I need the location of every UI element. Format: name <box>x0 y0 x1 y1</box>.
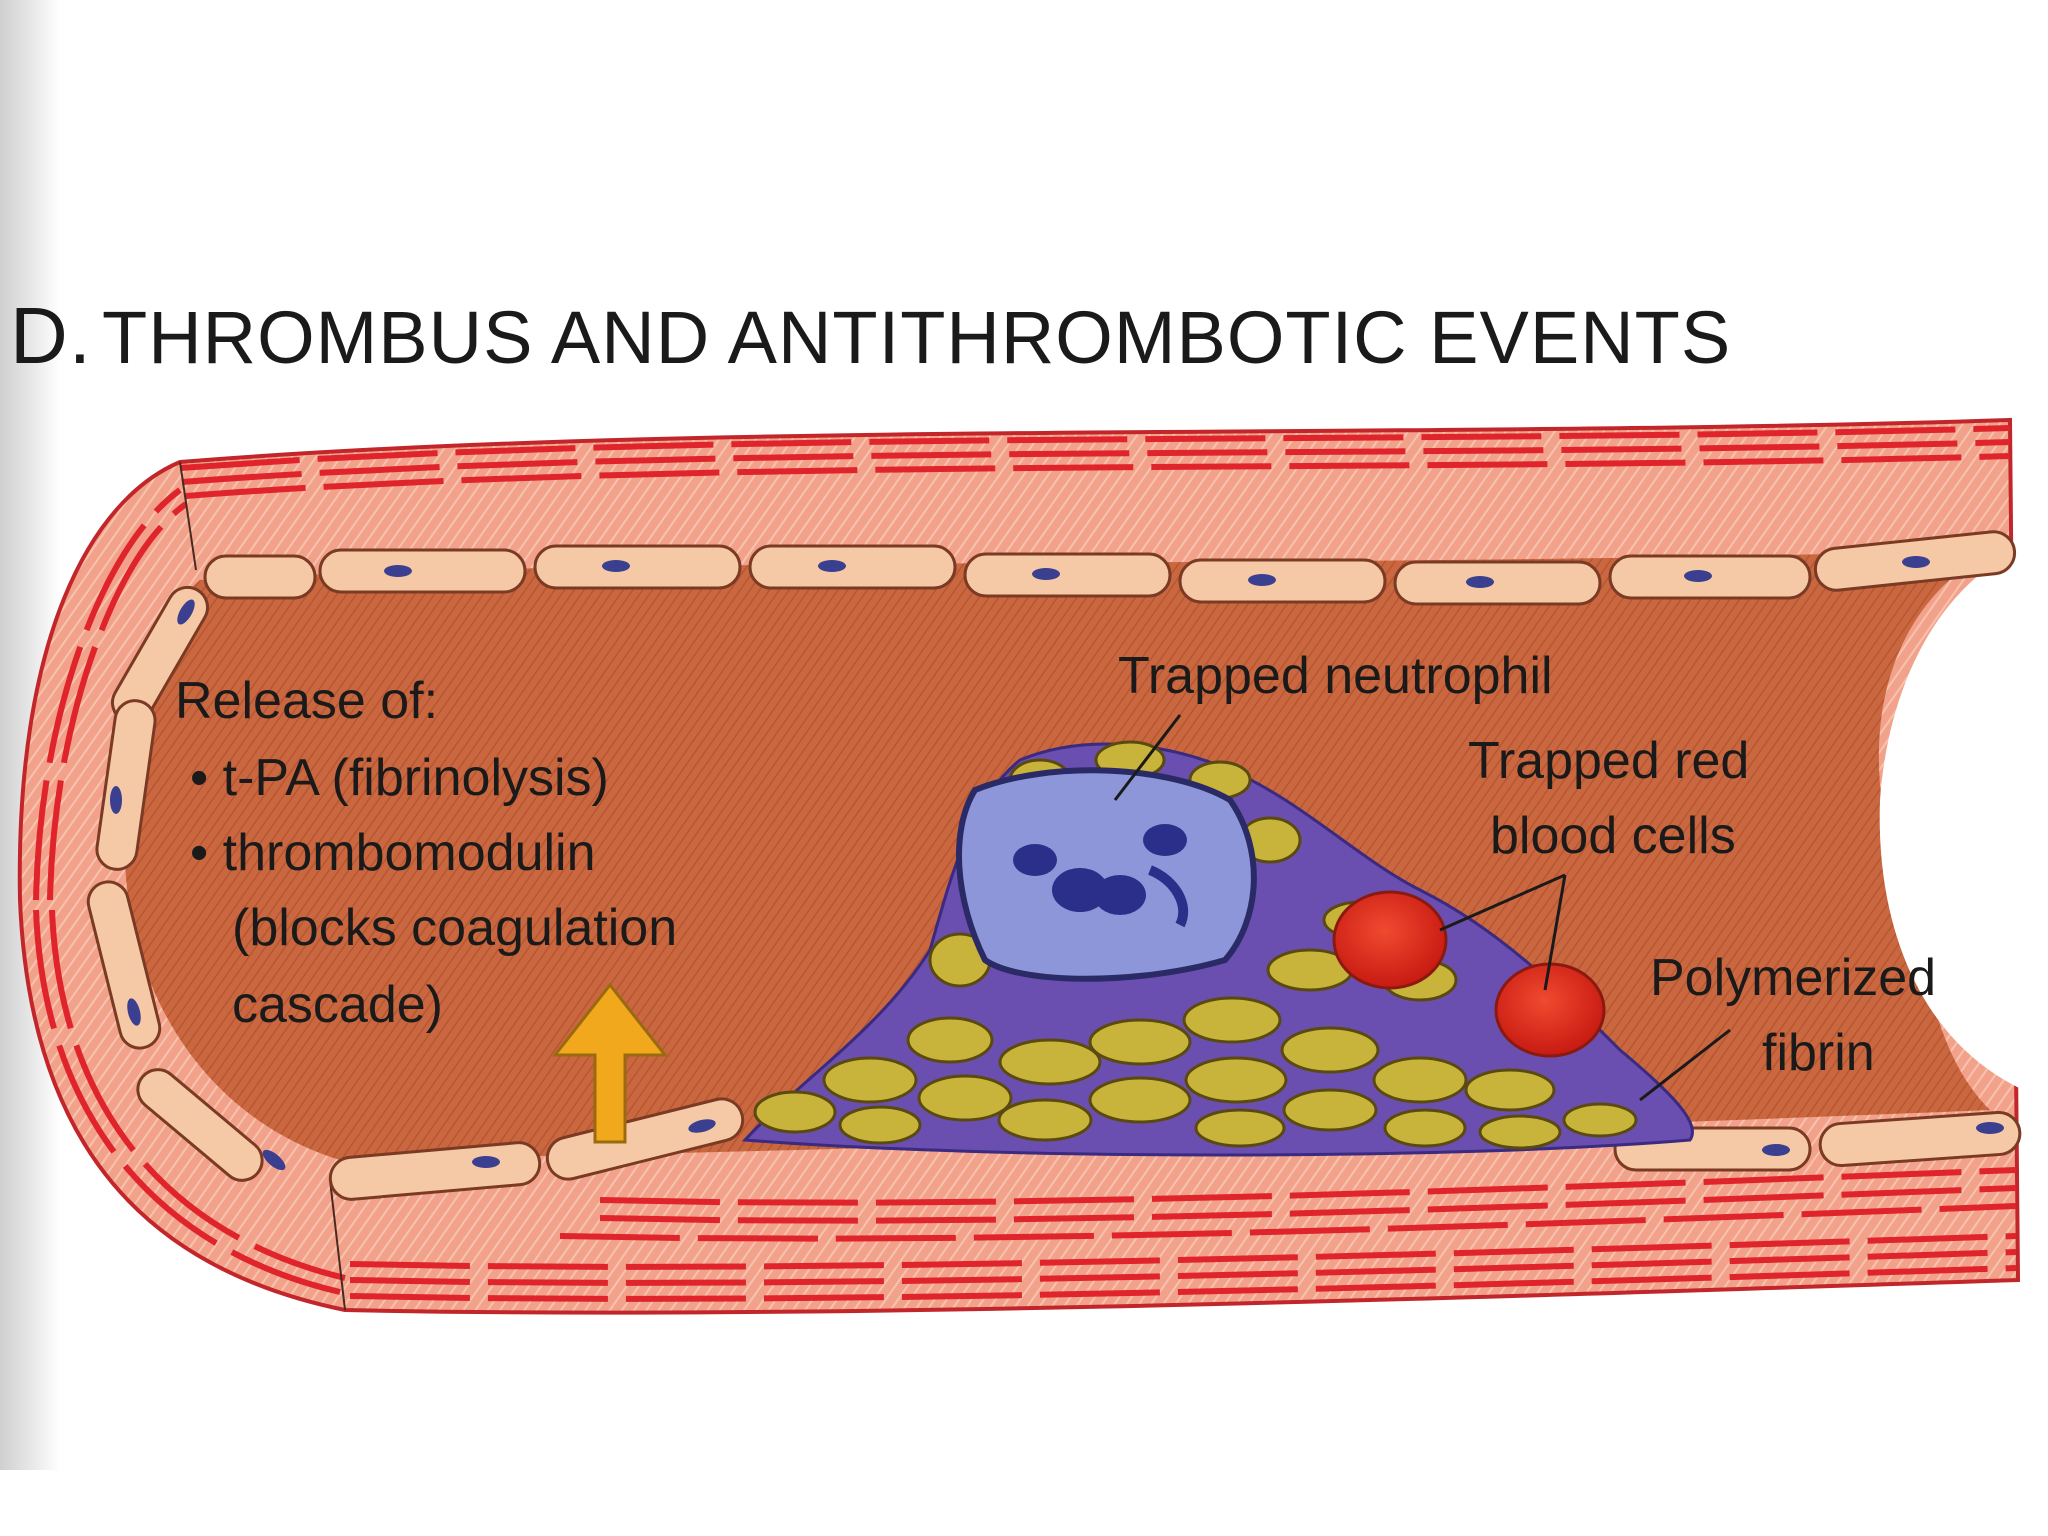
label-trapped-rbc-line1: Trapped red <box>1468 732 1749 790</box>
label-trapped-rbc: Trapped red blood cells <box>1468 732 1749 865</box>
endothelium-left-nuclei <box>110 599 286 1171</box>
trapped-neutrophil <box>955 767 1257 982</box>
cut-edge-top <box>179 461 197 571</box>
endothelium-bottom-nuclei <box>472 1119 2004 1168</box>
vessel-opening <box>1879 540 2048 1100</box>
release-heading: Release of: <box>175 672 438 730</box>
figure-title: D.THROMBUS AND ANTITHROMBOTIC EVENTS <box>10 290 1731 382</box>
label-fibrin-line2: fibrin <box>1762 1024 1875 1082</box>
cut-edge-bottom <box>329 1179 346 1311</box>
trapped-red-blood-cells <box>1332 890 1606 1058</box>
wall-stripes <box>33 425 2017 1302</box>
label-trapped-neutrophil: Trapped neutrophil <box>1118 647 1553 705</box>
release-item-cascade: cascade) <box>232 976 443 1034</box>
figure-letter: D. <box>10 291 92 380</box>
release-item-blocks: (blocks coagulation <box>232 899 677 957</box>
release-label: Release of: • t-PA (fibrinolysis) • thro… <box>175 672 677 1034</box>
neutrophil-nucleus <box>1013 824 1189 928</box>
label-polymerized-fibrin: Polymerized fibrin <box>1650 949 1936 1082</box>
leader-lines <box>1113 714 1731 1102</box>
platelets <box>753 740 1638 1150</box>
endothelium-top-nuclei <box>384 556 1930 588</box>
release-item-thrombomodulin: • thrombomodulin <box>190 824 596 882</box>
label-fibrin-line1: Polymerized <box>1650 949 1936 1007</box>
label-trapped-rbc-line2: blood cells <box>1490 807 1736 865</box>
release-item-tpa: • t-PA (fibrinolysis) <box>190 749 609 807</box>
figure-title-text: THROMBUS AND ANTITHROMBOTIC EVENTS <box>102 296 1732 379</box>
release-arrow-icon <box>551 982 669 1144</box>
